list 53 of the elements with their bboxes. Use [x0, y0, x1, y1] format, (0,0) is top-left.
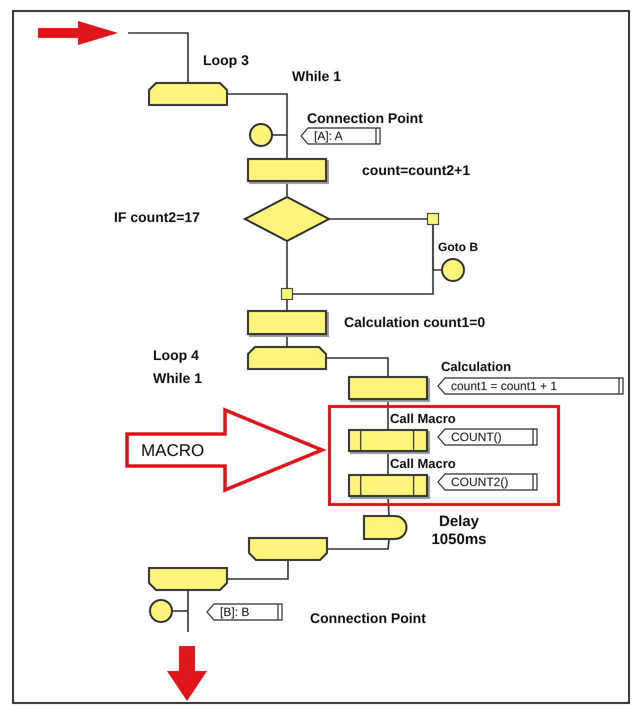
- connector-line: [387, 400, 389, 429]
- connector-line: [330, 218, 427, 220]
- junction-square: [427, 213, 439, 225]
- node-caption: Calculation count1=0: [344, 314, 486, 331]
- connector-line: [128, 32, 189, 82]
- node-caption: Call Macro: [390, 456, 456, 472]
- tag-text: count1 = count1 + 1: [451, 378, 558, 395]
- connector-line: [286, 242, 288, 288]
- connector-line: [286, 182, 288, 196]
- connector-line: [286, 300, 288, 310]
- connector-line: [327, 357, 389, 376]
- connector-line: [328, 540, 390, 550]
- node-caption: While 1: [153, 370, 202, 387]
- call-macro-box: [348, 429, 428, 452]
- calculation-box: [247, 158, 327, 182]
- loop-end-block: [148, 567, 228, 591]
- call-macro-box: [348, 474, 428, 497]
- loop-end-block: [248, 537, 328, 561]
- connection-point-circle: [249, 123, 273, 147]
- flow-label: Connection Point: [307, 110, 423, 127]
- connector-line: [387, 496, 390, 516]
- junction-square: [281, 288, 293, 300]
- node-caption: IF count2=17: [114, 209, 200, 226]
- loop-start-block: [247, 346, 327, 370]
- node-caption: Calculation: [441, 359, 512, 375]
- connector-line: [187, 591, 189, 632]
- node-caption: Delay 1050ms: [430, 513, 488, 549]
- flow-label: Connection Point: [310, 610, 426, 627]
- loop-start-block: [148, 82, 228, 106]
- connector-line: [273, 134, 287, 136]
- tag-text: COUNT2(): [451, 474, 508, 491]
- calculation-box: [247, 310, 327, 335]
- connector-line: [228, 93, 288, 158]
- connector-line: [173, 610, 188, 612]
- connector-line: [387, 452, 389, 474]
- callout-text: MACRO: [141, 440, 204, 462]
- flow-label: count=count2+1: [362, 162, 470, 179]
- tag-text: [B]: B: [220, 604, 250, 621]
- tag-text: COUNT(): [451, 429, 502, 446]
- node-caption: While 1: [292, 68, 342, 85]
- node-caption: Call Macro: [390, 411, 456, 427]
- connector-line: [293, 225, 434, 295]
- node-caption: Loop 4: [153, 347, 199, 364]
- tag-text: [A]: A: [314, 128, 343, 145]
- highlight-frame: [328, 405, 560, 506]
- calculation-box: [348, 376, 428, 400]
- connector-line: [228, 561, 289, 580]
- connection-point-circle: [149, 599, 173, 623]
- node-caption: Loop 3: [203, 52, 249, 69]
- node-caption: Goto B: [438, 240, 478, 254]
- decision-diamond: [244, 196, 330, 242]
- goto-circle: [441, 258, 465, 282]
- callout-block-arrow: [125, 408, 325, 492]
